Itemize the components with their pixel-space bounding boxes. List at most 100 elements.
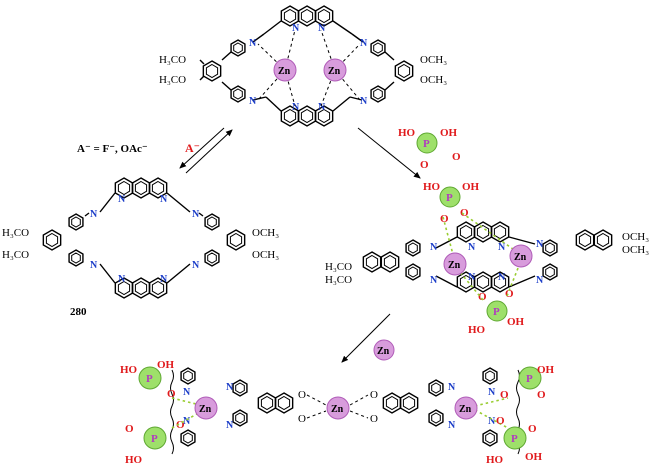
reaction-arrow (341, 313, 391, 363)
methoxy-label: OCH₃ (252, 249, 279, 261)
n-label: N (192, 260, 200, 271)
methoxy-oxygen-label: O (370, 389, 378, 401)
hydroxyl-label: HO (486, 454, 504, 466)
zinc-atom (194, 396, 218, 420)
phosphorus-label: P (511, 433, 518, 445)
dinuclear-zinc-complex: N N N N N N N N Zn Zn H₃CO H₃CO OCH₃ OCH… (159, 5, 447, 127)
phosphate-reagent: P HO OH O O (398, 127, 461, 171)
n-label: N (118, 274, 126, 285)
hydroxyl-label: HO (423, 181, 441, 193)
hydroxyl-label: OH (525, 451, 543, 463)
anion-arrow-label: A⁻ (185, 141, 200, 155)
zinc-label: Zn (328, 66, 341, 77)
zinc-atom (443, 252, 467, 276)
hydroxyl-label: HO (468, 324, 486, 336)
zinc-atom (323, 58, 347, 82)
zinc-label: Zn (199, 404, 212, 415)
hydroxyl-label: HO (120, 364, 138, 376)
n-label: N (318, 23, 326, 34)
methoxy-label: OCH₃ (622, 231, 649, 243)
oxygen-label: O (528, 423, 537, 435)
anion-definition: A⁻ = F⁻, OAc⁻ (77, 143, 148, 155)
n-label: N (430, 275, 438, 286)
n-label: N (488, 416, 496, 427)
n-label: N (192, 209, 200, 220)
oxygen-label: O (496, 415, 505, 427)
oxygen-label: O (167, 388, 176, 400)
methoxy-label: H₃CO (325, 274, 352, 286)
n-label: N (160, 274, 168, 285)
n-label: N (160, 194, 168, 205)
methoxy-label: H₃CO (2, 249, 29, 261)
oxygen-label: O (420, 159, 429, 171)
oxygen-label: O (505, 288, 514, 300)
compound-number: 280 (70, 306, 87, 318)
hydroxyl-label: HO (398, 127, 416, 139)
zinc-atom (509, 244, 533, 268)
oxygen-label: O (440, 213, 449, 225)
methoxy-label: H₃CO (159, 54, 186, 66)
n-label: N (226, 420, 234, 431)
hydroxyl-label: HO (125, 454, 143, 466)
n-label: N (488, 387, 496, 398)
n-label: N (90, 260, 98, 271)
phosphorus-label: P (526, 373, 533, 385)
equilibrium-arrows (179, 127, 233, 174)
zinc-label: Zn (331, 404, 344, 415)
n-label: N (468, 272, 476, 283)
hydroxyl-label: OH (507, 316, 525, 328)
n-label: N (498, 242, 506, 253)
phosphate-bound-complex: P HO OH O O P HO OH O O N N N N N N N N (325, 181, 649, 336)
n-label: N (318, 102, 326, 113)
methoxy-oxygen-label: O (298, 413, 306, 425)
methoxy-label: OCH₃ (252, 227, 279, 239)
oxygen-label: O (537, 389, 546, 401)
methoxy-label: H₃CO (2, 227, 29, 239)
zinc-atom (454, 396, 478, 420)
n-label: N (430, 242, 438, 253)
methoxy-oxygen-label: O (370, 413, 378, 425)
free-ligand-280: N N N N N N N N H₃CO H₃CO OCH₃ OCH₃ (2, 177, 279, 299)
n-label: N (448, 382, 456, 393)
reaction-arrow (357, 127, 421, 179)
top-phenanthroline (263, 5, 353, 35)
zinc-label: Zn (514, 252, 527, 263)
n-label: N (249, 96, 257, 107)
zinc-label: Zn (278, 66, 291, 77)
n-label: N (249, 38, 257, 49)
methoxy-label: OCH₃ (420, 54, 447, 66)
methoxy-label: OCH₃ (622, 244, 649, 256)
hydroxyl-label: OH (157, 359, 175, 371)
phosphorus-label: P (151, 433, 158, 445)
phosphorus-label: P (446, 192, 453, 204)
bottom-phenanthroline (265, 96, 351, 127)
oxygen-label: O (125, 423, 134, 435)
oxygen-label: O (176, 419, 185, 431)
n-label: N (498, 272, 506, 283)
hydroxyl-label: OH (462, 181, 480, 193)
n-label: N (448, 420, 456, 431)
zinc-ion-label: Zn (377, 346, 390, 357)
n-label: N (360, 96, 368, 107)
oxygen-label: O (500, 389, 509, 401)
zinc-label: Zn (459, 404, 472, 415)
n-label: N (468, 242, 476, 253)
n-label: N (183, 387, 191, 398)
n-label: N (226, 382, 234, 393)
phosphorus-label: P (423, 138, 430, 150)
oxygen-label: O (460, 207, 469, 219)
zinc-ion-reagent (373, 339, 395, 361)
n-label: N (292, 102, 300, 113)
oxygen-label: O (452, 151, 461, 163)
n-label: N (536, 275, 544, 286)
n-label: N (183, 416, 191, 427)
hydroxyl-label: OH (440, 127, 458, 139)
bridging-zinc-atom (326, 396, 350, 420)
n-label: N (90, 209, 98, 220)
oxygen-label: O (478, 291, 487, 303)
methoxy-label: H₃CO (325, 261, 352, 273)
n-label: N (360, 38, 368, 49)
methoxy-oxygen-label: O (298, 389, 306, 401)
